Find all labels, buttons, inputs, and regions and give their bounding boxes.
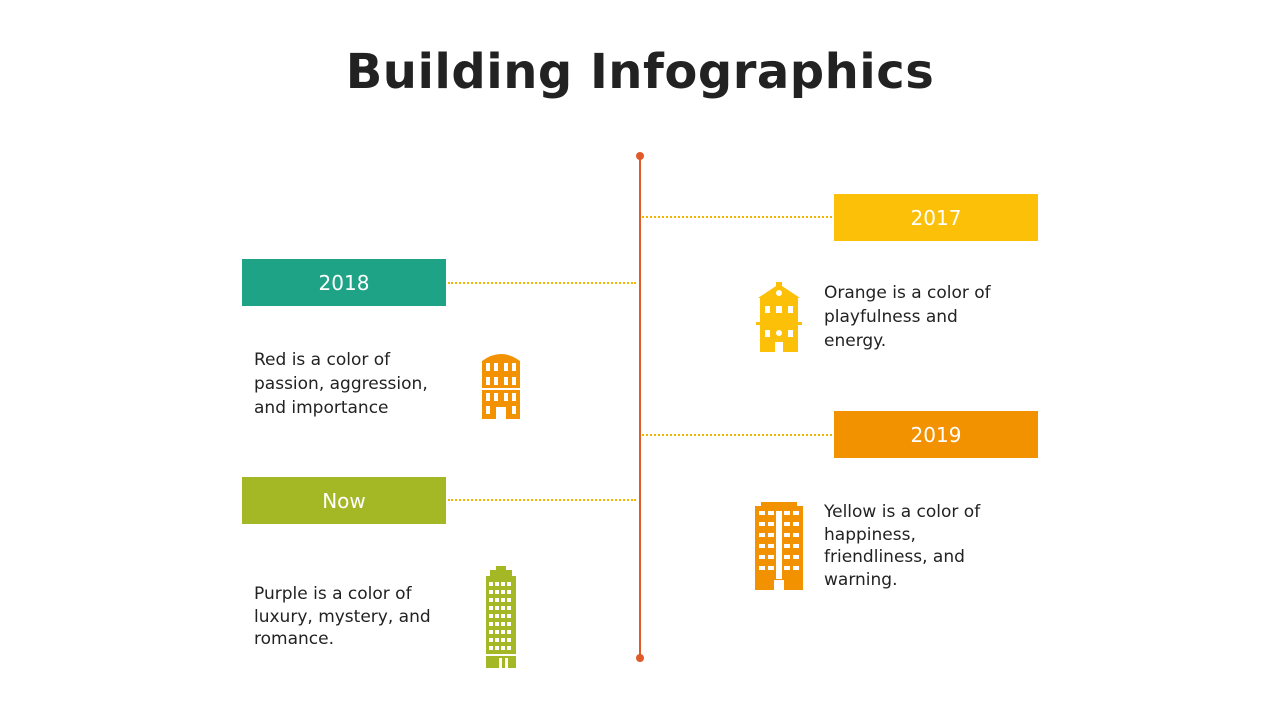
year-label-2017: 2017 xyxy=(834,194,1038,241)
timeline-line xyxy=(639,156,641,658)
year-label-now: Now xyxy=(242,477,446,524)
timeline-end-dot xyxy=(636,654,644,662)
year-label-2018: 2018 xyxy=(242,259,446,306)
apartment-building-icon xyxy=(755,502,803,590)
description-2019: Yellow is a color of happiness, friendli… xyxy=(824,502,981,590)
house-building-icon xyxy=(756,282,802,352)
connector-2018 xyxy=(448,282,636,284)
year-label-2019: 2019 xyxy=(834,411,1038,458)
description-2018: Red is a color of passion, aggression, a… xyxy=(254,350,428,418)
description-now: Purple is a color of luxury, mystery, an… xyxy=(254,584,431,649)
page-title: Building Infographics xyxy=(345,44,935,100)
arched-building-icon xyxy=(482,354,520,419)
timeline-start-dot xyxy=(636,152,644,160)
connector-2019 xyxy=(642,434,832,436)
description-2017: Orange is a color of playfulness and ene… xyxy=(824,283,991,351)
connector-now xyxy=(448,499,636,501)
skyscraper-icon xyxy=(486,566,516,668)
connector-2017 xyxy=(642,216,832,218)
